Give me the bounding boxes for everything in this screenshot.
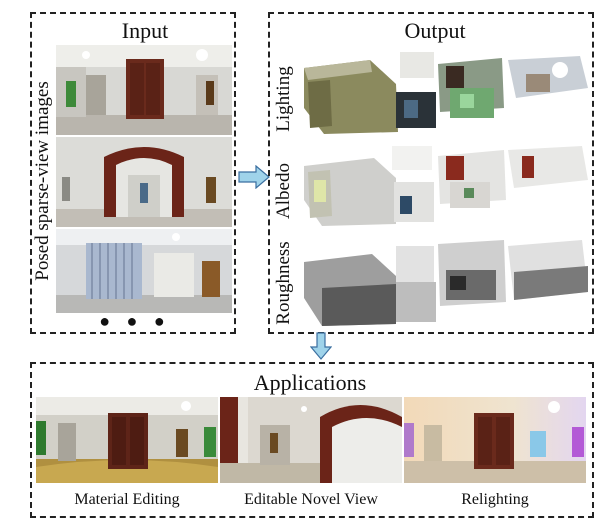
applications-box xyxy=(30,362,594,518)
caption-relighting: Relighting xyxy=(461,491,529,508)
editable-novel-view-image xyxy=(220,397,402,483)
albedo-render xyxy=(300,142,592,228)
input-image-2 xyxy=(56,137,232,227)
output-title: Output xyxy=(404,18,466,43)
input-side-label: Posed sparse-view images xyxy=(32,81,53,281)
relighting-image xyxy=(404,397,586,483)
material-editing-image xyxy=(36,397,218,483)
input-image-1 xyxy=(56,45,232,135)
output-box xyxy=(268,12,594,334)
output-row-label-albedo: Albedo xyxy=(273,163,294,219)
lighting-render xyxy=(300,48,592,136)
applications-title: Applications xyxy=(253,370,367,395)
output-row-label-lighting: Lighting xyxy=(273,66,294,132)
more-images-indicator: ● ● ● xyxy=(99,311,171,331)
input-box xyxy=(30,12,236,334)
input-title: Input xyxy=(121,18,169,43)
arrow-right-icon xyxy=(238,165,270,189)
caption-material-editing: Material Editing xyxy=(74,491,180,508)
input-image-3 xyxy=(56,229,232,313)
roughness-render xyxy=(300,236,592,328)
caption-editable-novel-view: Editable Novel View xyxy=(244,491,378,508)
output-row-label-roughness: Roughness xyxy=(273,241,294,325)
arrow-down-icon xyxy=(310,332,332,360)
